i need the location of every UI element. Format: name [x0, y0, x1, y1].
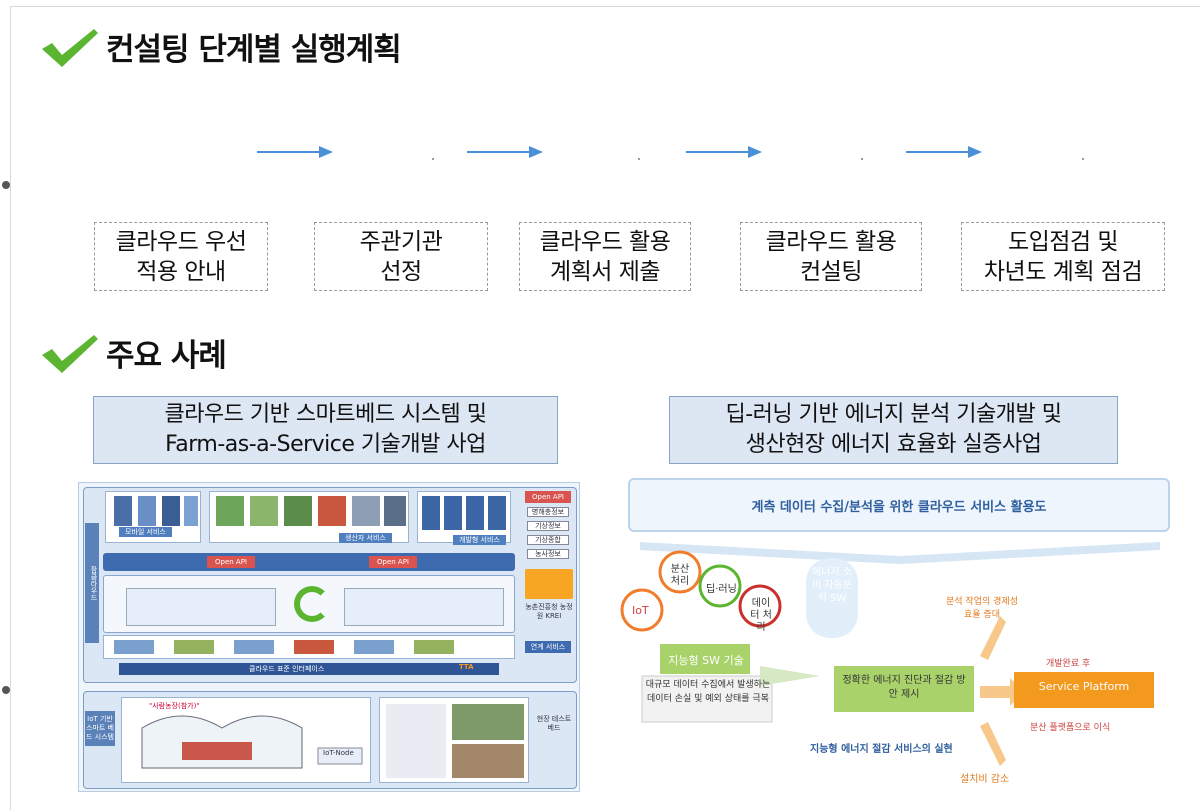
case-title-smartbed: 클라우드 기반 스마트베드 시스템 및 Farm-as-a-Service 기술…: [93, 396, 558, 464]
step-line1: 도입점검 및: [1007, 228, 1119, 255]
section-title-text: 주요 사례: [106, 338, 227, 374]
step-line1: 클라우드 활용: [539, 228, 671, 255]
case-line1: 클라우드 기반 스마트베드 시스템 및: [164, 402, 487, 427]
step-line2: 차년도 계획 점검: [983, 258, 1143, 285]
after-dev-text: 개발완료 후: [1046, 659, 1091, 669]
flow-arrow: [906, 145, 982, 159]
section-consulting-title: 컨설팅 단계별 실행계획: [38, 24, 402, 69]
producer-panel: [209, 491, 409, 543]
processing-area: [103, 575, 515, 633]
module-row: [103, 635, 515, 659]
step-line1: 클라우드 우선: [115, 228, 247, 255]
margin-dot: [2, 686, 10, 694]
info-item: 기상종합: [527, 535, 569, 545]
case-line2: Farm-as-a-Service 기술개발 사업: [165, 432, 486, 457]
step-line2: 적용 안내: [136, 258, 226, 285]
mobile-service-label: 모바일 서비스: [119, 527, 172, 537]
cloud-std-bar: [119, 663, 499, 675]
krei-label: 농촌진흥청 농정원 KREI: [525, 603, 573, 620]
side-label-cloud: 팜클라우드: [85, 523, 99, 643]
link-service-label: 연계 서비스: [525, 641, 571, 653]
open-api-label: Open API: [369, 556, 417, 568]
energy-flow-graphic: [620, 542, 1160, 766]
step-line2: 선정: [380, 258, 422, 285]
producer-service-label: 생산자 서비스: [339, 533, 392, 543]
info-item: 농사정보: [527, 549, 569, 559]
step-box-5: 도입점검 및 차년도 계획 점검: [961, 222, 1165, 291]
transfer-text: 분산 플랫폼으로 이식: [1030, 723, 1111, 733]
speck: [861, 158, 863, 160]
flow-arrow: [467, 145, 543, 159]
margin-dot: [2, 181, 10, 189]
step-box-3: 클라우드 활용 계획서 제출: [519, 222, 691, 291]
developer-service-label: 개발형 서비스: [453, 535, 506, 545]
bubble-data: 데이터 처리: [750, 598, 772, 633]
flow-arrow: [686, 145, 762, 159]
open-api-top: Open API: [525, 491, 571, 503]
bubble-deep-learning: 딥·러닝: [706, 584, 737, 595]
step-line2: 계획서 제출: [549, 258, 661, 285]
api-bar: [103, 553, 515, 571]
problem-text: 대규모 데이터 수집에서 발생하는 데이터 손실 및 예외 상태를 극복: [645, 680, 771, 704]
checkmark-icon: [42, 28, 98, 67]
bubble-iot: IoT: [632, 604, 649, 617]
checkmark-icon: [42, 334, 98, 373]
banner: 계측 데이터 수집/분석을 위한 클라우드 서비스 활용도: [628, 478, 1170, 532]
frame-left-line: [10, 6, 11, 810]
speck: [1082, 158, 1084, 160]
bubble-distributed: 분산 처리: [670, 564, 690, 587]
energy-analysis-diagram: 계측 데이터 수집/분석을 위한 클라우드 서비스 활용도 IoT 분산 처리 …: [620, 478, 1180, 796]
iot-label: IoT 기반 스마트 베드 시스템: [85, 711, 115, 746]
section-cases-title: 주요 사례: [38, 330, 227, 375]
step-box-4: 클라우드 활용 컨설팅: [740, 222, 922, 291]
flow-arrow: [257, 145, 333, 159]
cost-text: 설치비 감소: [960, 774, 1010, 785]
step-box-1: 클라우드 우선 적용 안내: [94, 222, 268, 291]
greenhouse-illustration: [121, 697, 371, 783]
platform-label: Service Platform: [1038, 680, 1130, 693]
open-api-label: Open API: [207, 556, 255, 568]
section-title-text: 컨설팅 단계별 실행계획: [106, 32, 402, 68]
site-title: "사람농장(참가)": [149, 702, 200, 710]
speck: [432, 158, 434, 160]
sw-tech-label: 지능형 SW 기술: [668, 654, 744, 667]
step-line1: 클라우드 활용: [765, 228, 897, 255]
info-item: 기상정보: [527, 521, 569, 531]
field-label: 현장 테스트 베드: [536, 715, 572, 732]
step-line1: 주관기관: [359, 228, 443, 255]
case-line2: 생산현장 에너지 효율화 실증사업: [745, 432, 1042, 457]
frame-top-line: [10, 6, 1200, 7]
field-map: [379, 697, 529, 783]
cloud-std-label: 클라우드 표준 인터페이스: [249, 665, 325, 673]
developer-panel: [417, 491, 511, 543]
tta-logo: TTA: [459, 663, 474, 671]
smartbed-architecture-diagram: 팜클라우드 모바일 서비스 생산자 서비스 개발형 서비스 Open API 병…: [78, 482, 580, 792]
econ-text: 분석 작업의 경제성 효율 증대: [946, 597, 1018, 620]
banner-text: 계측 데이터 수집/분석을 위한 클라우드 서비스 활용도: [751, 499, 1047, 515]
krei-icon: [525, 569, 573, 599]
energy-circle-label: 에너지 소비 자동분석 SW: [812, 567, 852, 604]
greenhouse-icon: [141, 715, 363, 769]
diagnosis-text: 정확한 에너지 진단과 절감 방안 제시: [842, 675, 966, 700]
step-box-2: 주관기관 선정: [314, 222, 488, 291]
case-line1: 딥-러닝 기반 에너지 분석 기술개발 및: [725, 402, 1062, 427]
intelligent-service-text: 지능형 에너지 절감 서비스의 실현: [810, 744, 953, 755]
iot-node-label: IoT-Node: [323, 749, 354, 757]
step-line2: 컨설팅: [800, 258, 862, 285]
case-title-energy: 딥-러닝 기반 에너지 분석 기술개발 및 생산현장 에너지 효율화 실증사업: [669, 396, 1118, 464]
info-item: 병해충정보: [527, 507, 569, 517]
speck: [638, 158, 640, 160]
